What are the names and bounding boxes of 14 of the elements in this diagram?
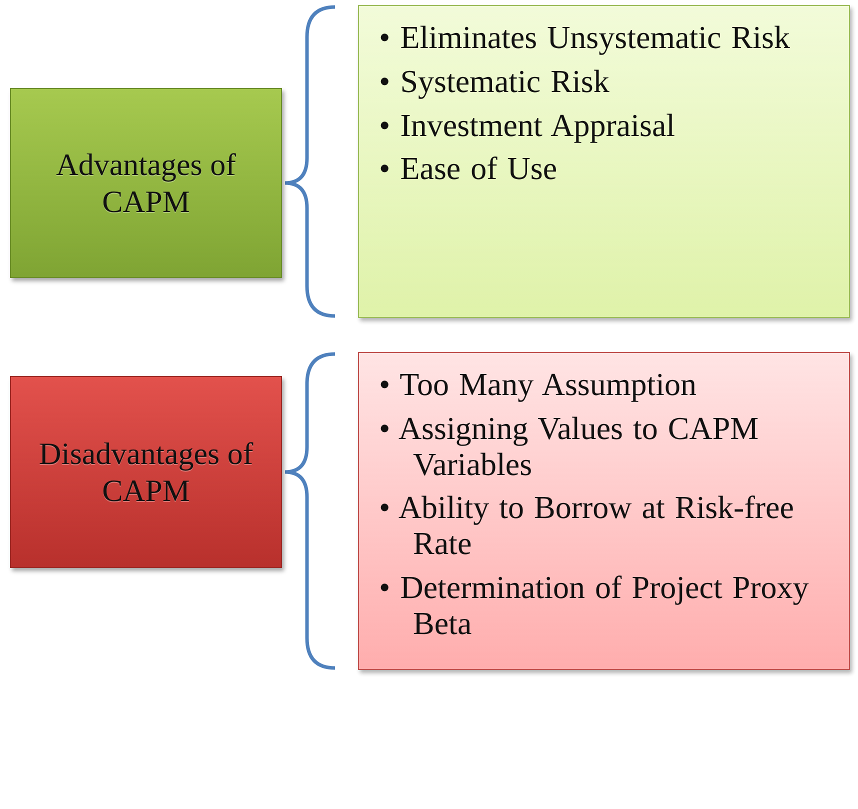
list-item: • Eliminates Unsystematic Risk bbox=[379, 20, 791, 56]
list-panel bbox=[358, 5, 850, 318]
list-item: • Ability to Borrow at Risk-free Rate bbox=[379, 490, 795, 562]
category-box bbox=[10, 88, 282, 278]
list-panel bbox=[358, 352, 850, 670]
category-label: Disadvantages of CAPM bbox=[38, 434, 254, 510]
category-box bbox=[10, 376, 282, 568]
list-item: • Determination of Project Proxy Beta bbox=[379, 570, 810, 642]
list-item: • Too Many Assumption bbox=[379, 367, 698, 403]
list-item: • Assigning Values to CAPM Variables bbox=[379, 410, 760, 482]
list-item: • Investment Appraisal bbox=[379, 108, 676, 144]
category-label: Advantages of CAPM bbox=[55, 146, 237, 220]
list-item: • Systematic Risk bbox=[379, 64, 610, 100]
list-item: • Ease of Use bbox=[379, 151, 558, 188]
